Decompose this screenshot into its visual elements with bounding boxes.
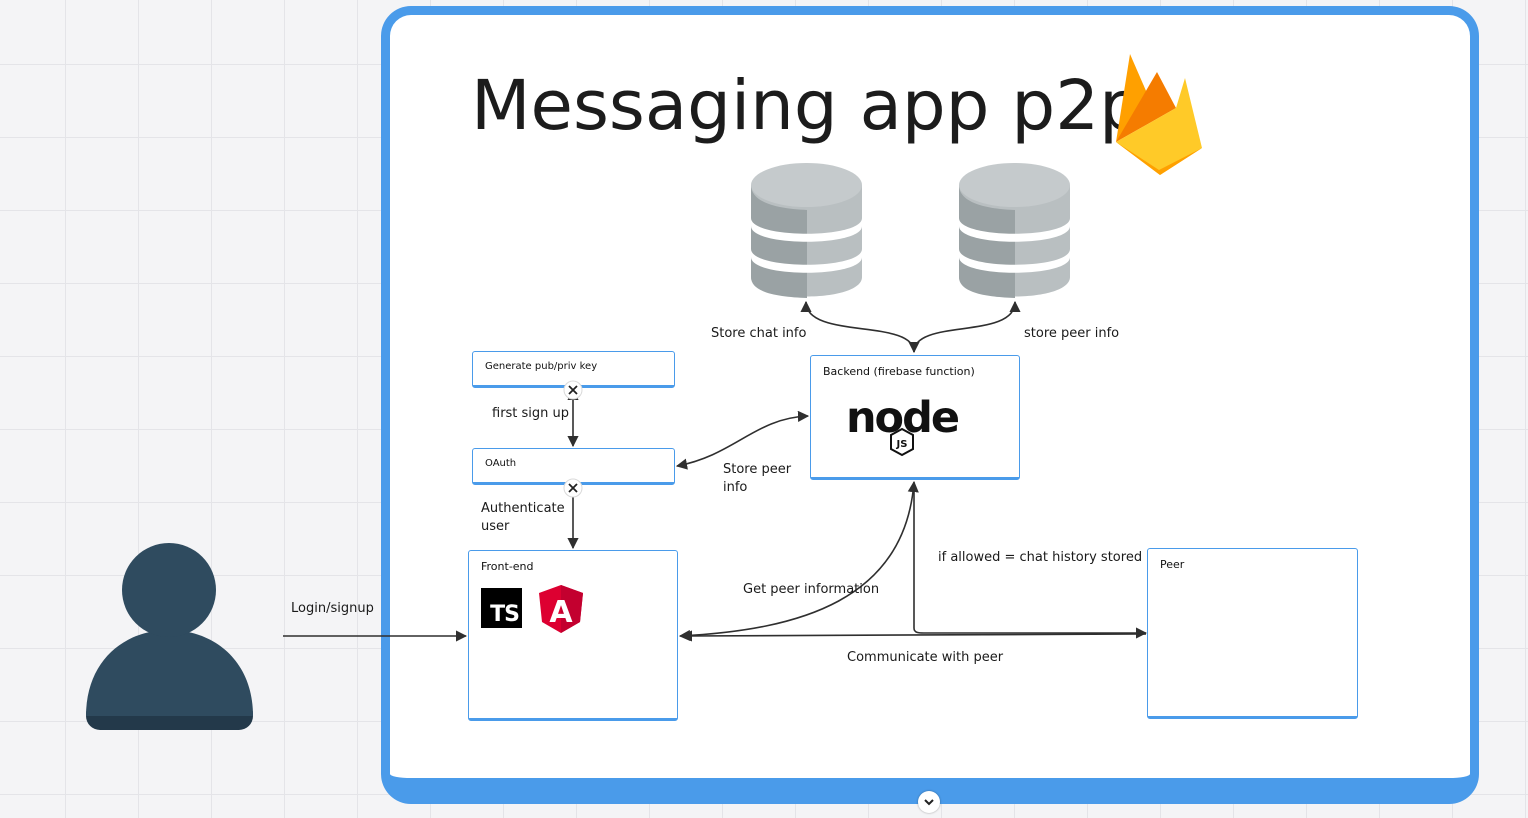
diagram-title: Messaging app p2p bbox=[471, 66, 1143, 146]
typescript-icon: TS bbox=[481, 588, 522, 628]
angular-logo-text: A bbox=[549, 595, 573, 630]
label-store-peer-db: store peer info bbox=[1024, 326, 1120, 341]
typescript-logo-text: TS bbox=[490, 602, 520, 627]
peer-label: Peer bbox=[1160, 558, 1185, 571]
label-chat-history: if allowed = chat history stored bbox=[938, 550, 1143, 565]
frontend-label: Front-end bbox=[481, 560, 534, 573]
label-authenticate: Authenticate user bbox=[481, 501, 565, 534]
edge-chat-history bbox=[913, 490, 1148, 639]
label-login: Login/signup bbox=[291, 601, 374, 616]
keygen-label: Generate pub/priv key bbox=[485, 361, 598, 372]
edge-store-peer-db bbox=[913, 300, 1021, 353]
peer-card[interactable]: Peer bbox=[1147, 548, 1358, 719]
backend-label: Backend (firebase function) bbox=[823, 365, 975, 378]
label-first-signup: first sign up bbox=[492, 406, 570, 421]
label-store-peer-info: Store peer info bbox=[723, 462, 792, 495]
edge-get-peer bbox=[678, 480, 919, 642]
label-get-peer: Get peer information bbox=[743, 582, 880, 597]
close-icon-oauth bbox=[563, 478, 583, 498]
nodejs-sub-text: JS bbox=[896, 439, 908, 450]
oauth-label: OAuth bbox=[485, 458, 517, 469]
chevron-down-icon bbox=[924, 799, 934, 806]
label-store-chat: Store chat info bbox=[711, 326, 807, 341]
edge-store-chat bbox=[800, 300, 920, 354]
nodejs-logo-text: node bbox=[846, 393, 959, 443]
edge-communicate bbox=[680, 630, 1147, 642]
backend-card[interactable]: Backend (firebase function) bbox=[810, 355, 1020, 480]
collapse-frame-button[interactable] bbox=[918, 791, 940, 813]
label-communicate: Communicate with peer bbox=[847, 650, 1004, 665]
edge-store-peer-info bbox=[675, 410, 810, 470]
frontend-card[interactable]: Front-end bbox=[468, 550, 678, 721]
close-icon-keygen bbox=[563, 380, 583, 400]
